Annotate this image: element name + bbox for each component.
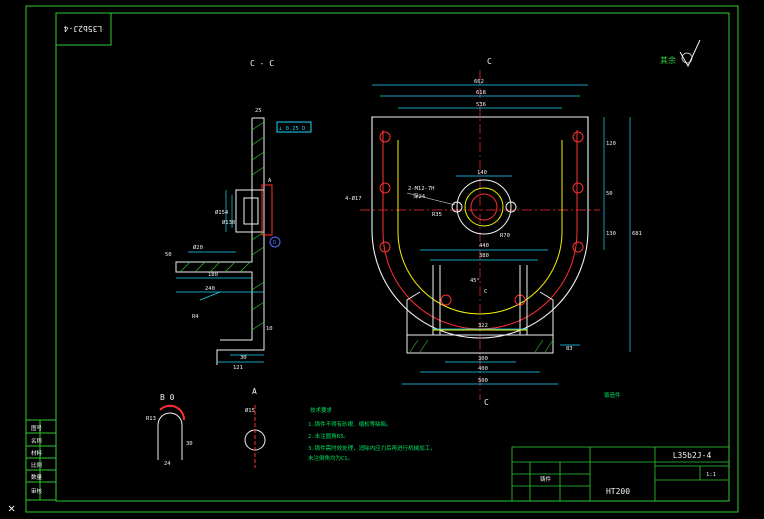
dim-618: 618 (476, 90, 486, 96)
side-row-1: 图号 (31, 424, 43, 432)
boss-outer (456, 179, 512, 235)
notes-line-1: 1.铸件不得有砂眼、缩松等缺陷。 (308, 420, 392, 428)
dim-130: 130 (606, 231, 616, 237)
sec-d154: Ø154 (215, 209, 229, 216)
corner-stamp: L35b2J-4 (64, 24, 103, 33)
boss-ear-left (451, 201, 463, 213)
datum-d-circle (269, 236, 281, 248)
side-row-6: 审核 (31, 487, 43, 495)
side-row-5: 数量 (31, 473, 43, 481)
corner-stamp-box (55, 12, 112, 46)
dim-83: 83 (566, 346, 573, 352)
dim-120: 120 (606, 141, 616, 147)
tolerance-label: ⊥ 0.25 D (279, 126, 306, 132)
detail-b24: 24 (164, 461, 171, 467)
detail-a-label: A (252, 387, 257, 396)
section-cc-label: C - C (250, 59, 274, 68)
notes-line-2: 2.未注圆角R3。 (308, 432, 349, 440)
section-cc-red-boss (261, 184, 273, 236)
roughness-note: 其余 (660, 55, 676, 65)
sec-r4: R4 (192, 314, 199, 320)
dim-662: 662 (474, 79, 484, 85)
side-row-4: 比例 (31, 461, 43, 469)
leader-line (406, 192, 456, 206)
body-outline (371, 116, 589, 339)
roughness-circle (681, 52, 693, 64)
base-feet (406, 265, 554, 354)
dim-holes2: 2-M12-7H (408, 186, 435, 192)
scale-label: 1:1 (706, 472, 716, 478)
sec-d30: 30 (240, 355, 247, 361)
dim-440: 440 (479, 243, 489, 249)
detail-r13: R13 (146, 416, 156, 422)
sec-d10: 10 (266, 326, 273, 332)
dim-r35: R35 (432, 212, 442, 218)
notes-title: 技术要求 (310, 406, 333, 414)
boss-inner (464, 187, 504, 227)
body-inner-yellow (397, 140, 563, 315)
notes-line-3: 3.铸件需时效处理，消除内应力后再进行机械加工， (308, 444, 436, 452)
roughness-symbol (679, 39, 701, 68)
notes-line-4: 未注倒角均为C1。 (308, 454, 353, 462)
dim-536: 536 (476, 102, 486, 108)
left-side-table (25, 419, 57, 501)
dim-300: 300 (478, 356, 488, 362)
dim-322: 322 (478, 323, 488, 329)
dim-500: 500 (478, 378, 488, 384)
center-lines (360, 70, 600, 400)
side-row-2: 名称 (31, 437, 43, 445)
base-hatch (409, 339, 554, 353)
hatch-note: 锻造件 (604, 391, 621, 399)
dim-681: 681 (632, 231, 642, 237)
sec-d50: 50 (165, 252, 172, 258)
inner-frame (55, 12, 730, 502)
sec-d20: Ø20 (193, 244, 203, 251)
detail-b-shape (157, 412, 183, 460)
dim-c-mid: C (484, 289, 487, 295)
dim-400: 400 (478, 366, 488, 372)
dim-angle: 45° (470, 278, 480, 284)
sec-d121: 121 (233, 365, 243, 371)
sec-d240: 240 (205, 286, 215, 292)
title-block-cell: 铸件 (540, 475, 552, 483)
sec-letter-a: A (268, 178, 272, 184)
section-cc-hatch (179, 121, 265, 331)
section-c-bottom: C (484, 398, 489, 407)
side-row-3: 材料 (31, 449, 43, 457)
corner-cross: ✕ (8, 501, 15, 515)
detail-b30: 30 (186, 441, 193, 447)
sec-d180: 180 (208, 272, 218, 278)
detail-b-label: B 0 (160, 393, 175, 402)
dim-380: 380 (479, 253, 489, 259)
detail-b-hatch (159, 404, 186, 421)
boss-ear-right (505, 201, 517, 213)
section-c-top: C (487, 57, 492, 66)
material-label: HT200 (606, 487, 630, 496)
section-cc-profile (175, 117, 265, 365)
mounting-holes (379, 131, 584, 306)
sec-letter-d: D (273, 240, 276, 246)
sec-d130: Ø130 (222, 219, 235, 226)
boss-bore (470, 193, 498, 221)
outer-frame (25, 5, 739, 513)
dim-50: 50 (606, 191, 613, 197)
dim-140: 140 (477, 170, 487, 176)
detail-a-d15: Ø15 (245, 407, 255, 414)
main-dims (372, 84, 631, 385)
dim-r70: R70 (500, 233, 510, 239)
sec-d25: 25 (255, 108, 262, 114)
title-block (511, 446, 730, 502)
tolerance-frame (276, 121, 312, 133)
drawing-number: L35b2J-4 (673, 451, 712, 460)
dim-hole4: 4-Ø17 (345, 195, 362, 202)
section-cc-dims (176, 190, 264, 363)
